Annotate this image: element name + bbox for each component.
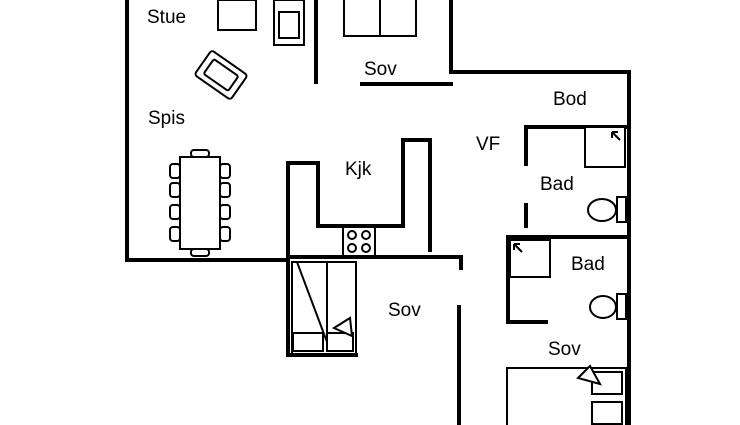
dining-table-icon <box>169 149 231 257</box>
room-label-bod: Bod <box>553 89 587 110</box>
room-label-bad-lower: Bad <box>571 254 605 275</box>
bed-icon <box>506 364 627 425</box>
room-label-bad-upper: Bad <box>540 174 574 195</box>
stove-icon <box>342 226 376 257</box>
room-label-sov-middle: Sov <box>388 300 421 321</box>
toilet-icon <box>587 196 627 223</box>
toilet-icon <box>589 293 627 320</box>
walls <box>125 0 631 425</box>
bed-icon <box>343 0 417 37</box>
room-label-spis: Spis <box>148 108 185 129</box>
room-label-stue: Stue <box>147 7 186 28</box>
armchair-icon <box>194 50 248 100</box>
shower-icon <box>509 239 551 278</box>
room-label-vf: VF <box>476 134 500 155</box>
armchair-icon <box>273 0 305 46</box>
room-label-sov-top: Sov <box>364 59 397 80</box>
room-label-kjk: Kjk <box>345 159 372 180</box>
shower-icon <box>584 126 626 168</box>
sofa-icon <box>217 0 257 31</box>
room-label-sov-bottom: Sov <box>548 339 581 360</box>
closet-icon <box>291 261 357 355</box>
